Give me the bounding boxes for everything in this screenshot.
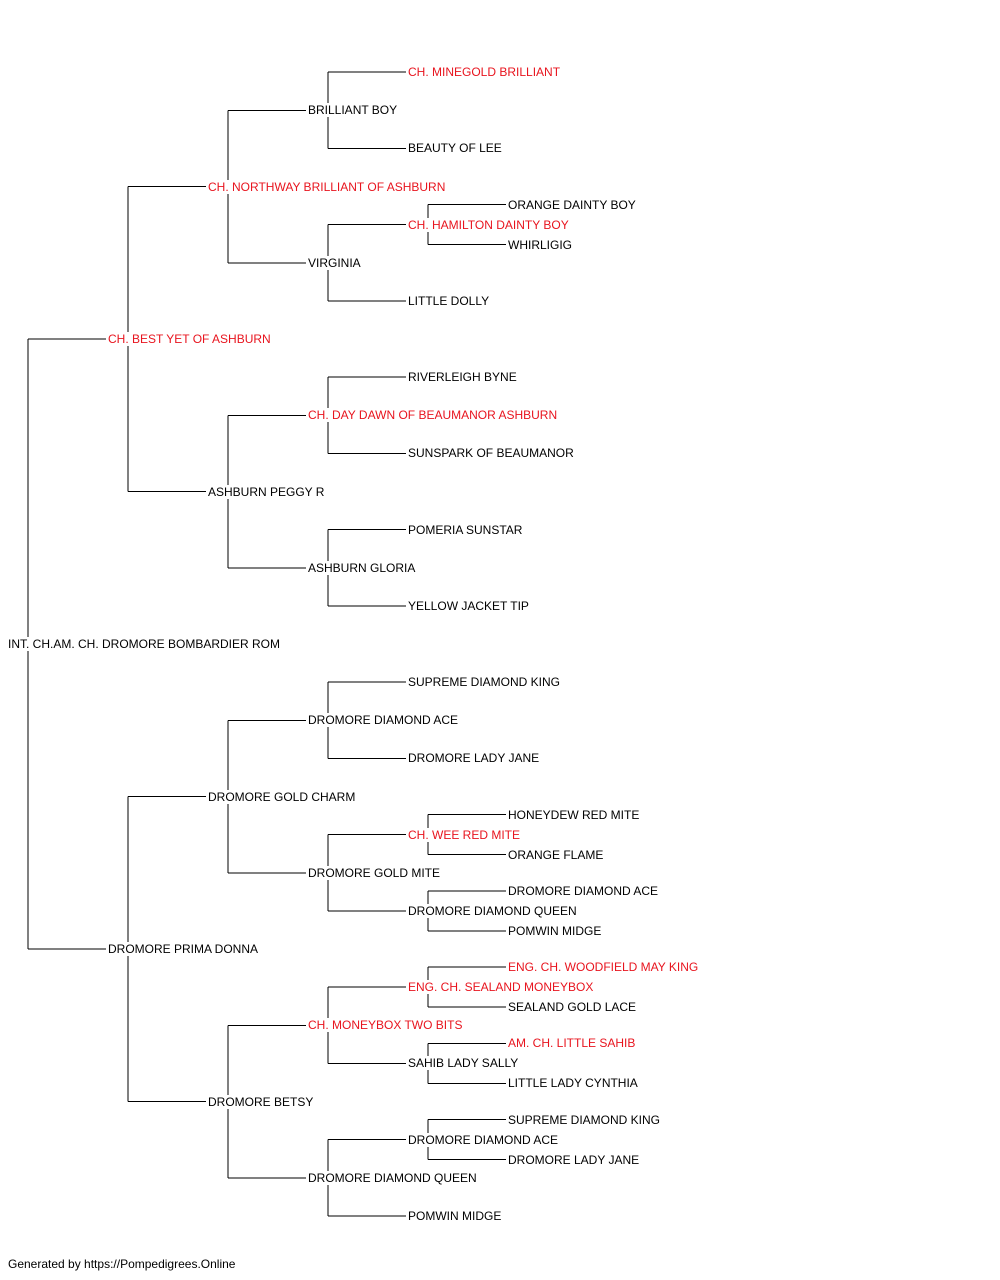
sire-name: SUPREME DIAMOND KING: [508, 1112, 662, 1127]
sire-name: CH. WEE RED MITE: [408, 827, 522, 842]
dam-name: WHIRLIGIG: [508, 237, 574, 252]
dam-name: BEAUTY OF LEE: [408, 141, 503, 156]
dam-name: LITTLE DOLLY: [408, 293, 491, 308]
sire-name: ENG. CH. SEALAND MONEYBOX: [408, 980, 595, 995]
dam-name: VIRGINIA: [308, 255, 362, 270]
sire-name: HONEYDEW RED MITE: [508, 807, 641, 822]
dam-name: ASHBURN PEGGY R: [208, 484, 326, 499]
sire-name: CH. HAMILTON DAINTY BOY: [408, 217, 570, 232]
dam-name: DROMORE PRIMA DONNA: [108, 942, 260, 956]
dam-name: POMWIN MIDGE: [508, 923, 603, 938]
sire-name: DROMORE DIAMOND ACE: [408, 1132, 560, 1147]
dam-name: SAHIB LADY SALLY: [408, 1056, 520, 1071]
dam-name: DROMORE DIAMOND QUEEN: [408, 903, 578, 918]
dam-name: DROMORE BETSY: [208, 1094, 315, 1109]
dam-name: ASHBURN GLORIA: [308, 560, 417, 575]
sire-name: DROMORE DIAMOND ACE: [308, 713, 460, 728]
sire-name: CH. BEST YET OF ASHBURN: [108, 332, 272, 346]
sire-name: ENG. CH. WOODFIELD MAY KING: [508, 960, 700, 975]
sire-name: AM. CH. LITTLE SAHIB: [508, 1036, 637, 1051]
sire-name: SUPREME DIAMOND KING: [408, 675, 562, 690]
dam-name: DROMORE LADY JANE: [408, 751, 541, 766]
sire-name: POMERIA SUNSTAR: [408, 522, 524, 537]
dam-name: SEALAND GOLD LACE: [508, 1000, 638, 1015]
sire-name: BRILLIANT BOY: [308, 103, 399, 118]
subject-dog-name: INT. CH.AM. CH. DROMORE BOMBARDIER ROM: [8, 637, 282, 651]
sire-name: DROMORE GOLD CHARM: [208, 789, 357, 804]
sire-name: ORANGE DAINTY BOY: [508, 197, 637, 212]
sire-name: CH. MONEYBOX TWO BITS: [308, 1018, 464, 1033]
dam-name: LITTLE LADY CYNTHIA: [508, 1076, 639, 1091]
dam-name: DROMORE LADY JANE: [508, 1152, 641, 1167]
dam-name: DROMORE GOLD MITE: [308, 865, 442, 880]
sire-name: RIVERLEIGH BYNE: [408, 370, 518, 385]
dam-name: ORANGE FLAME: [508, 847, 605, 862]
dam-name: YELLOW JACKET TIP: [408, 598, 530, 613]
sire-name: DROMORE DIAMOND ACE: [508, 883, 660, 898]
sire-name: CH. MINEGOLD BRILLIANT: [408, 65, 562, 80]
sire-name: CH. DAY DAWN OF BEAUMANOR ASHBURN: [308, 408, 559, 423]
sire-name: CH. NORTHWAY BRILLIANT OF ASHBURN: [208, 179, 447, 194]
footer-credit: Generated by https://Pompedigrees.Online: [8, 1257, 236, 1271]
dam-name: POMWIN MIDGE: [408, 1208, 503, 1223]
dam-name: DROMORE DIAMOND QUEEN: [308, 1170, 478, 1185]
dam-name: SUNSPARK OF BEAUMANOR: [408, 446, 575, 461]
